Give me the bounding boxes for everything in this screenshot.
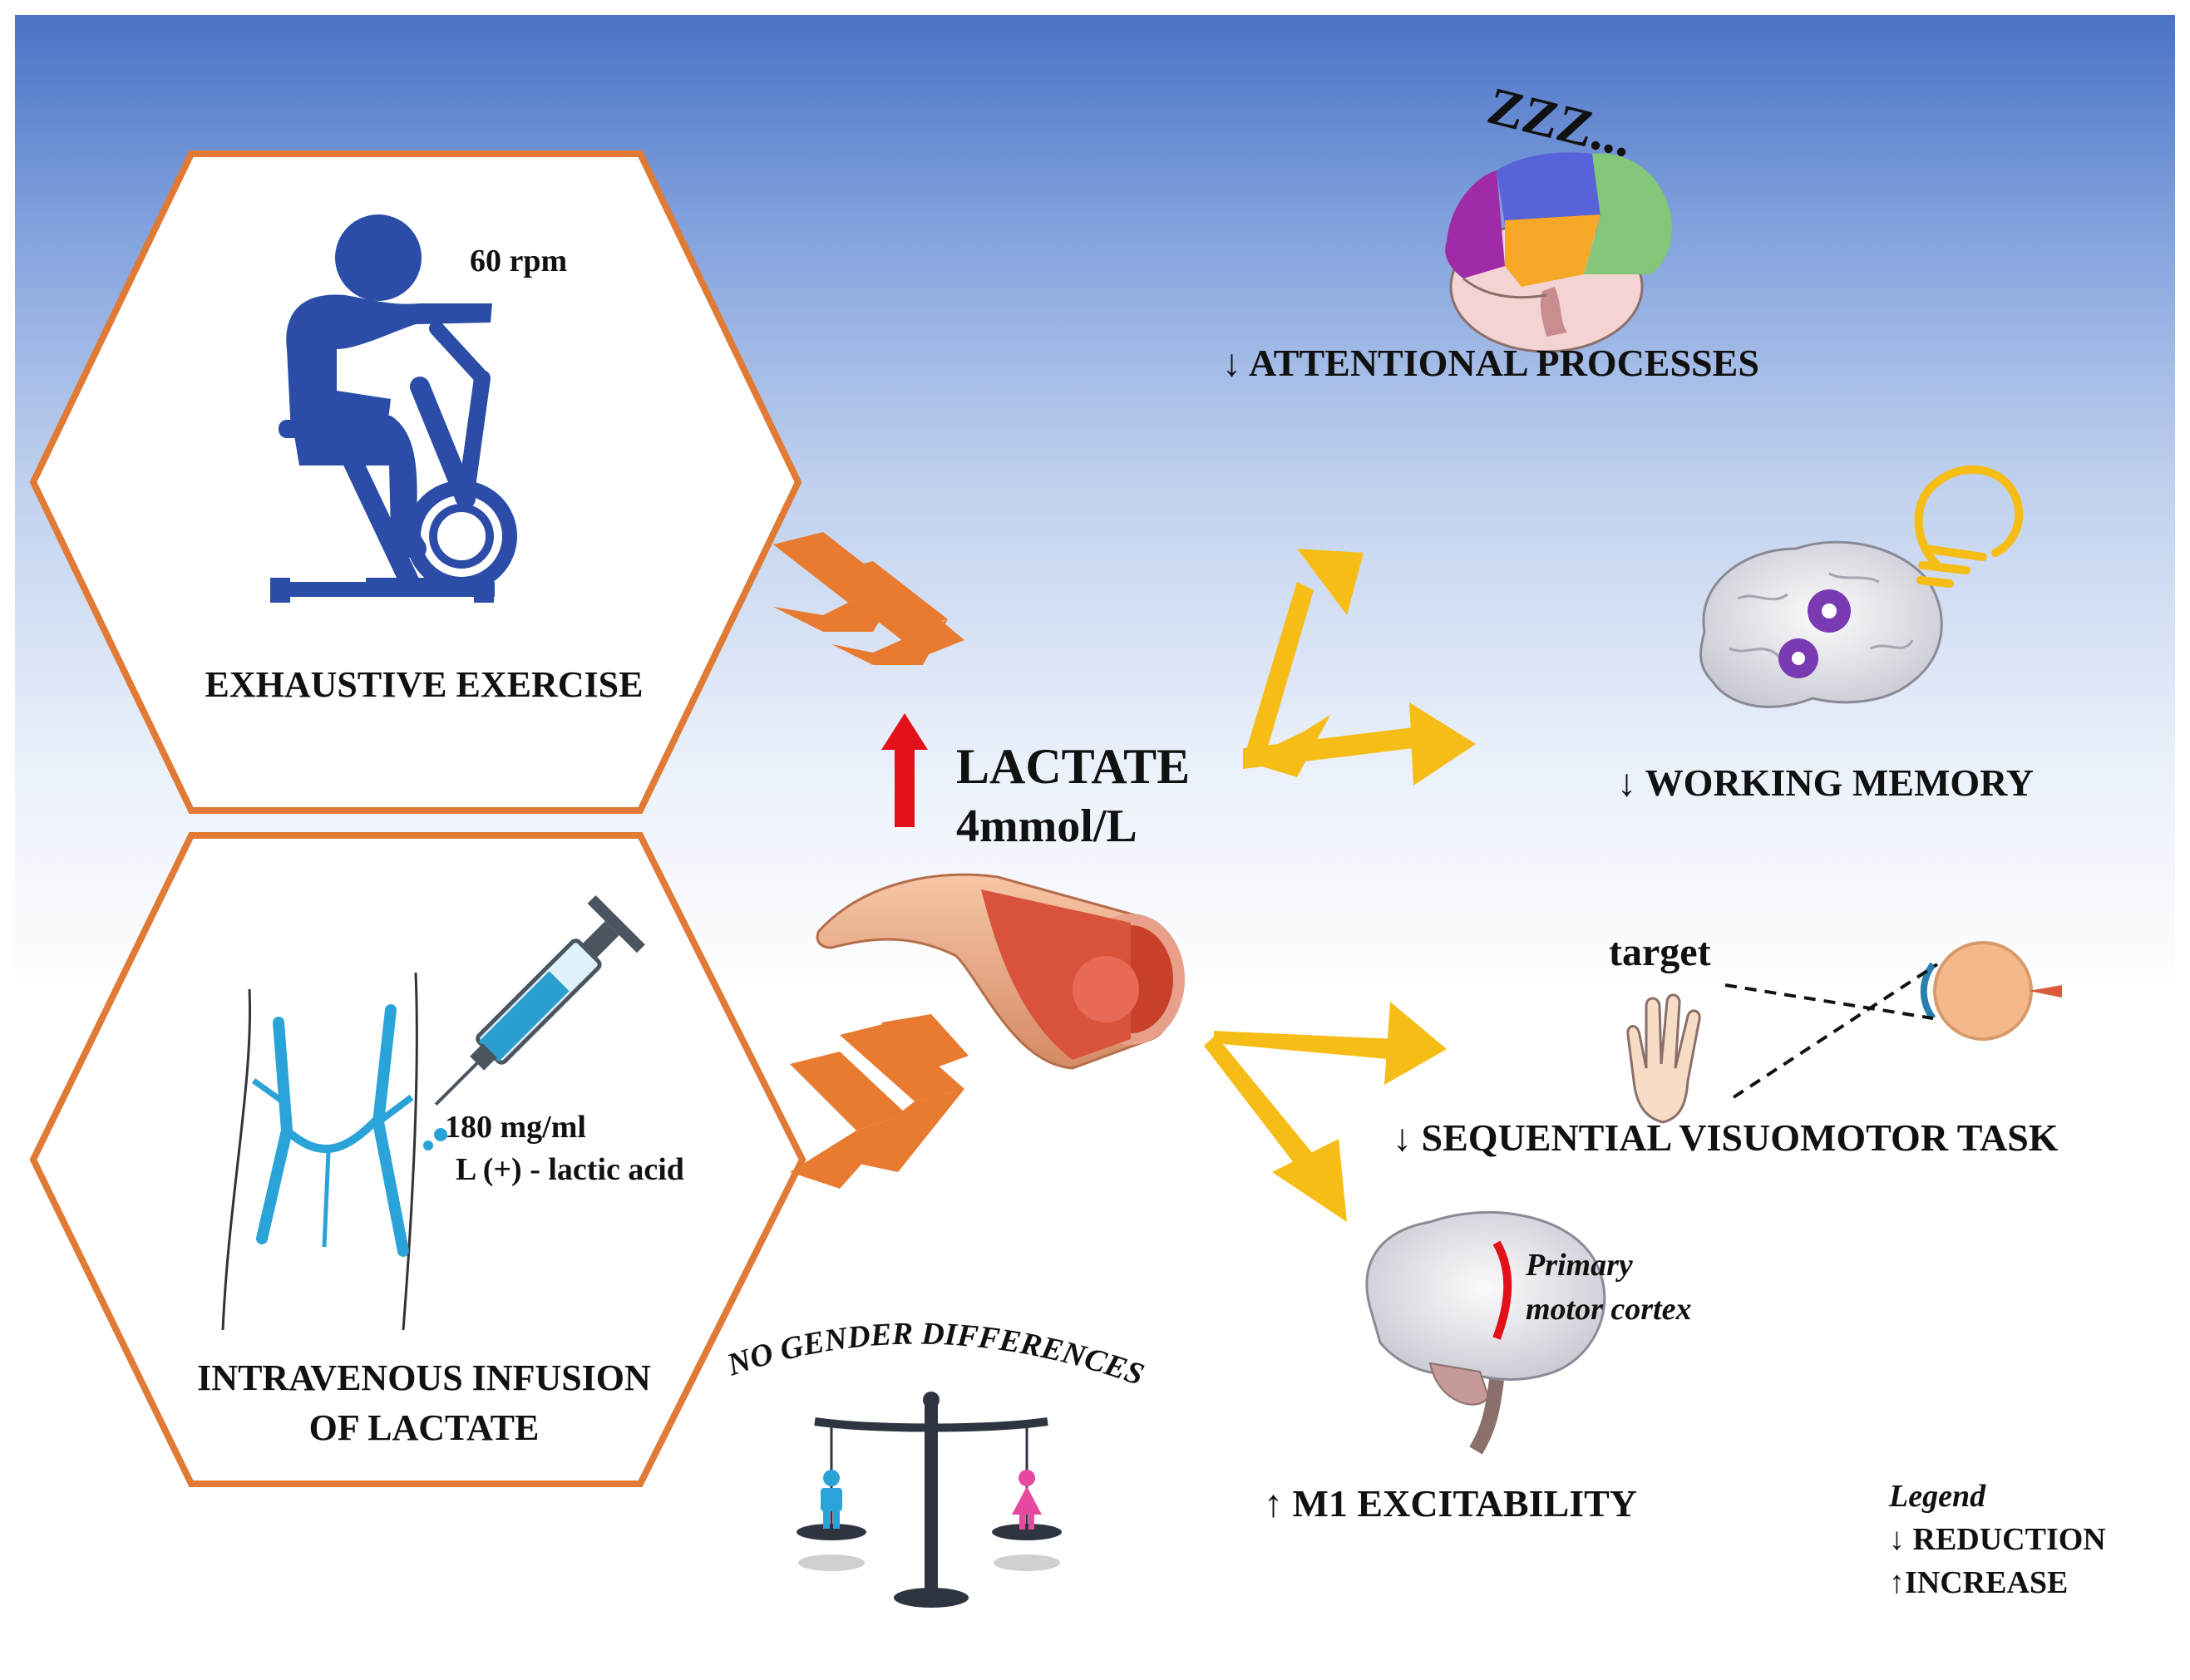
hand-icon: [1626, 993, 1701, 1124]
substance-label: L (+) - lactic acid: [456, 1152, 684, 1187]
male-icon: [821, 1470, 842, 1529]
m1-label: ↑ M1 EXCITABILITY: [1264, 1482, 1637, 1525]
drop-icon: [434, 1128, 447, 1141]
chevron-arrows-top: [773, 532, 964, 665]
lightbulb-icon: [1914, 465, 2024, 588]
lactate-up-arrow: [881, 713, 928, 827]
sight-lines: [1724, 963, 1939, 1099]
attention-label: ↓ ATTENTIONAL PROCESSES: [1222, 342, 1759, 384]
lactate-label: LACTATE: [956, 739, 1191, 794]
gender-label-path: NO GENDER DIFFERENCES: [723, 1316, 1149, 1392]
infusion-label-line1: INTRAVENOUS INFUSION: [197, 1357, 651, 1398]
dose-label: 180 mg/ml: [445, 1110, 586, 1145]
colored-brain-icon: [1445, 152, 1672, 353]
syringe-icon: [434, 894, 645, 1106]
legend-title: Legend: [1889, 1479, 1986, 1514]
visuomotor-label: ↓ SEQUENTIAL VISUOMOTOR TASK: [1393, 1116, 2059, 1159]
cortex-label-line1: Primary: [1526, 1248, 1633, 1283]
blood-vessel-icon: [816, 873, 1185, 1070]
rpm-label: 60 rpm: [470, 244, 568, 278]
leg-veins-icon: [221, 972, 418, 1331]
infusion-hexagon: [29, 832, 806, 1487]
cortex-label-line2: motor cortex: [1526, 1292, 1692, 1327]
eye-icon: [1920, 941, 2062, 1041]
target-label: target: [1609, 930, 1711, 974]
balance-scale-icon: [797, 1392, 1062, 1608]
legend-increase: ↑INCREASE: [1889, 1565, 2069, 1600]
exercise-label: EXHAUSTIVE EXERCISE: [205, 664, 644, 705]
infusion-label-line2: OF LACTATE: [308, 1407, 540, 1448]
chevron-arrows-bottom: [790, 1014, 969, 1189]
exercise-bike-icon: [270, 214, 517, 603]
memory-label: ↓ WORKING MEMORY: [1617, 761, 2034, 804]
female-icon: [1012, 1470, 1042, 1530]
legend-reduction: ↓ REDUCTION: [1889, 1522, 2106, 1557]
m1-brain-icon: [1365, 1210, 1606, 1455]
gender-label: NO GENDER DIFFERENCES: [723, 1316, 1149, 1392]
lactate-concentration: 4mmol/L: [956, 801, 1137, 852]
memory-brain-icon: [1699, 540, 1943, 708]
yellow-arrows: [1204, 549, 1476, 1222]
